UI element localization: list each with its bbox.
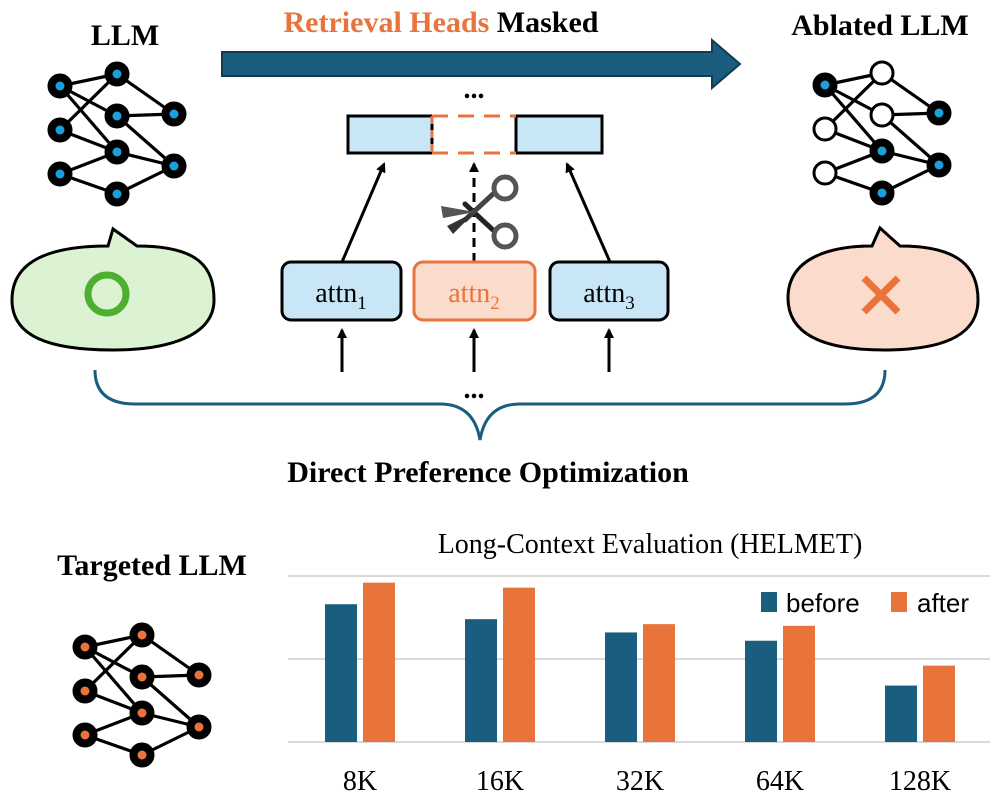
attn-1-label: attn [315, 278, 357, 309]
attn-3-subscript: 3 [625, 293, 635, 314]
chart-legend: before after [761, 588, 969, 618]
x-tick-label-32K: 32K [616, 766, 664, 797]
network-node-dot [55, 169, 65, 179]
network-node-dot [55, 125, 65, 135]
legend-label-after: after [917, 588, 969, 618]
attn-1-subscript: 1 [357, 293, 367, 314]
chart-bars [325, 582, 955, 742]
attn-2-label: attn [448, 278, 490, 309]
helmet-bar-chart: Long-Context Evaluation (HELMET) 8K 16K 32… [288, 529, 990, 797]
x-tick-label-128K: 128K [889, 766, 951, 797]
legend-swatch-before [761, 592, 777, 612]
chart-grid [288, 575, 990, 743]
network-node-ablated [869, 60, 895, 86]
network-edge [880, 113, 941, 167]
legend-swatch-after [891, 592, 907, 612]
attn-3-label: attn [583, 278, 625, 309]
bar-after-64K [783, 625, 815, 742]
bar-before-64K [745, 640, 777, 742]
network-edge [83, 645, 144, 715]
bar-before-32K [605, 632, 637, 742]
network-node-dot [137, 750, 147, 760]
arrow-title: Retrieval Heads Masked [284, 6, 599, 39]
bar-after-16K [503, 587, 535, 742]
llm-label: LLM [91, 19, 159, 52]
legend-label-before: before [786, 588, 860, 618]
x-tick-label-8K: 8K [343, 766, 377, 797]
x-tick-label-16K: 16K [476, 766, 524, 797]
targeted-llm-network-icon [72, 622, 212, 768]
network-node-dot [877, 146, 887, 156]
attn-box-3: attn3 [548, 260, 670, 322]
network-node-dot [137, 708, 147, 718]
circle-check-icon [84, 271, 130, 317]
network-node-dot [169, 109, 179, 119]
network-edge [140, 675, 201, 729]
bar-before-128K [885, 685, 917, 742]
network-node-dot [877, 188, 887, 198]
network-edge [823, 83, 884, 153]
bad-output-bubble [786, 225, 980, 352]
network-edge [823, 71, 884, 131]
bar-after-128K [923, 665, 955, 742]
network-node-dot [820, 80, 830, 90]
network-node-dot [137, 672, 147, 682]
attn-box-2: attn2 [412, 260, 537, 322]
masked-text: Masked [489, 6, 598, 39]
network-node-dot [112, 111, 122, 121]
retrieval-heads-text: Retrieval Heads [284, 6, 490, 39]
network-node-dot [112, 147, 122, 157]
ablated-llm-label: Ablated LLM [791, 9, 969, 42]
masked-head-slot [430, 114, 516, 155]
bar-after-8K [363, 582, 395, 742]
top-ellipsis: ... [464, 74, 485, 105]
network-node-dot [55, 81, 65, 91]
dpo-brace [93, 369, 887, 441]
attn-2-subscript: 2 [490, 293, 500, 314]
network-edge [58, 72, 119, 132]
bar-before-8K [325, 604, 357, 742]
head-output-box-left [346, 114, 434, 155]
svg-text:attn3: attn3 [583, 278, 635, 314]
bar-before-16K [465, 619, 497, 742]
x-tick-label-64K: 64K [756, 766, 804, 797]
bottom-ellipsis: ... [464, 374, 485, 405]
good-output-bubble [10, 226, 216, 352]
network-node-dot [194, 722, 204, 732]
llm-network-icon [47, 61, 187, 207]
dpo-label: Direct Preference Optimization [287, 456, 689, 489]
ablated-llm-network-icon [812, 60, 952, 206]
network-edge [83, 633, 144, 693]
network-edge [115, 114, 176, 168]
network-node-ablated [812, 160, 838, 186]
attn3-to-box-arrow [565, 162, 612, 263]
network-node-dot [112, 69, 122, 79]
network-node-dot [194, 670, 204, 680]
svg-text:attn1: attn1 [315, 278, 367, 314]
network-node-ablated [812, 116, 838, 142]
cross-icon [861, 275, 901, 315]
chart-title: Long-Context Evaluation (HELMET) [438, 529, 863, 560]
attn-box-1: attn1 [280, 260, 403, 322]
network-node-dot [80, 730, 90, 740]
network-node-dot [934, 108, 944, 118]
network-node-dot [112, 189, 122, 199]
svg-text:attn2: attn2 [448, 278, 500, 314]
chart-x-tick-labels: 8K 16K 32K 64K 128K [343, 766, 951, 797]
network-node-dot [137, 630, 147, 640]
network-node-ablated [869, 102, 895, 128]
attn1-to-box-arrow [340, 162, 386, 263]
network-node-dot [80, 686, 90, 696]
masking-arrow [221, 37, 742, 91]
network-node-dot [934, 160, 944, 170]
network-node-dot [169, 161, 179, 171]
network-node-dot [80, 642, 90, 652]
network-edge [58, 84, 119, 154]
bar-after-32K [643, 624, 675, 742]
head-output-box-right [514, 114, 604, 155]
scissors-icon [441, 174, 519, 250]
targeted-llm-label: Targeted LLM [57, 549, 247, 582]
